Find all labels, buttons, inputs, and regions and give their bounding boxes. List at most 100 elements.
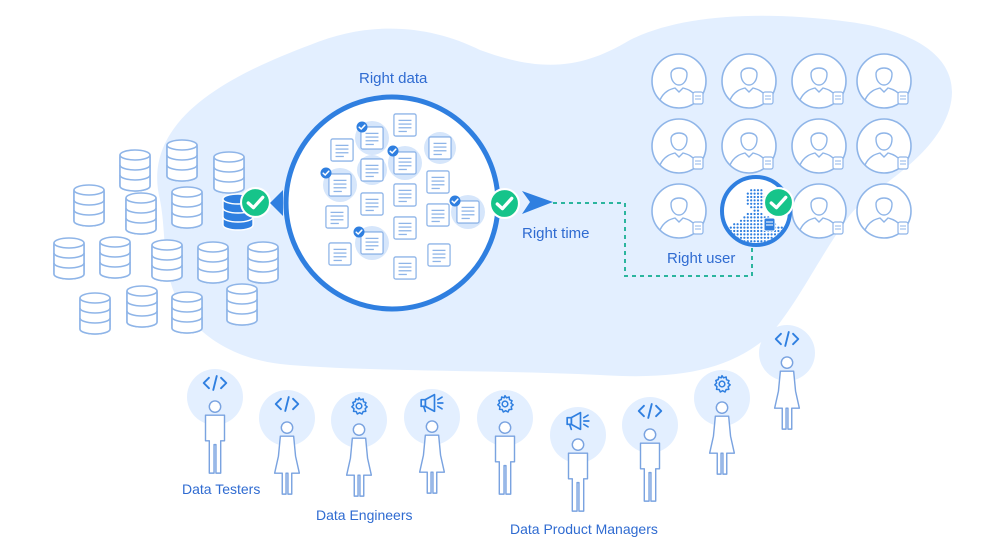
silhouette-dot	[756, 236, 760, 239]
silhouette-dot	[756, 240, 760, 243]
user-avatar-icon	[856, 118, 912, 174]
document-icon	[360, 192, 384, 216]
document-icon	[427, 243, 451, 267]
silhouette-dot	[753, 189, 756, 192]
database-icon	[126, 285, 158, 328]
role-bubble	[477, 390, 533, 446]
silhouette-dot	[760, 189, 763, 192]
silhouette-dot	[753, 216, 756, 219]
person-3	[331, 392, 387, 497]
silhouette-dot	[777, 229, 780, 233]
silhouette-dot	[773, 233, 777, 236]
silhouette-dot	[770, 236, 773, 239]
role-bubble	[331, 392, 387, 448]
document-icon	[360, 231, 384, 255]
database-icon	[171, 291, 203, 334]
silhouette-dot	[756, 233, 760, 236]
silhouette-dot	[753, 223, 756, 226]
user-avatar-icon	[791, 183, 847, 239]
silhouette-dot	[756, 195, 760, 199]
silhouette-dot	[753, 236, 756, 239]
silhouette-dot	[750, 202, 753, 205]
silhouette-dot	[746, 192, 749, 195]
silhouette-dot	[760, 219, 763, 222]
silhouette-dot	[753, 199, 756, 202]
data-check-icon	[489, 188, 520, 219]
database-check-icon	[240, 187, 271, 218]
document-icon	[393, 256, 417, 280]
silhouette-dot	[750, 216, 753, 219]
silhouette-dot	[753, 206, 756, 209]
silhouette-dot	[763, 236, 766, 239]
database-icon	[73, 184, 105, 227]
silhouette-dot	[753, 229, 756, 233]
silhouette-dot	[736, 233, 739, 236]
role-bubble	[404, 389, 460, 445]
silhouette-dot	[746, 236, 749, 239]
silhouette-dot	[746, 233, 749, 236]
doc-check-icon	[356, 121, 368, 133]
user-avatar-icon	[856, 53, 912, 109]
silhouette-dot	[746, 229, 749, 233]
user-avatar-icon	[651, 118, 707, 174]
user-avatar-icon	[856, 183, 912, 239]
silhouette-dot	[746, 202, 749, 205]
silhouette-dot	[767, 236, 770, 239]
silhouette-dot	[753, 202, 756, 205]
doc-check-icon	[449, 195, 461, 207]
arrow-icon	[522, 191, 553, 214]
database-icon	[119, 149, 151, 192]
person-4	[404, 389, 460, 494]
silhouette-dot	[750, 189, 753, 192]
database-icon	[151, 239, 183, 282]
silhouette-dot	[743, 229, 746, 233]
silhouette-dot	[760, 195, 763, 199]
silhouette-dot	[750, 240, 753, 243]
right-time-label: Right time	[522, 225, 590, 242]
silhouette-dot	[746, 216, 749, 219]
database-icon	[213, 151, 245, 194]
document-icon	[393, 183, 417, 207]
silhouette-dot	[760, 212, 763, 216]
user-avatar-icon	[651, 53, 707, 109]
silhouette-dot	[760, 192, 763, 195]
silhouette-dot	[756, 209, 760, 212]
lens-pointer	[270, 190, 283, 216]
person-7	[622, 397, 678, 502]
role-bubble	[622, 397, 678, 453]
document-icon	[330, 138, 354, 162]
silhouette-dot	[756, 219, 760, 222]
role-bubble	[550, 407, 606, 463]
silhouette-dot	[743, 226, 746, 229]
silhouette-dot	[739, 229, 743, 233]
silhouette-dot	[753, 212, 756, 216]
silhouette-dot	[746, 226, 749, 229]
doc-check-icon	[320, 167, 332, 179]
silhouette-dot	[739, 219, 743, 222]
silhouette-dot	[756, 206, 760, 209]
database-icon	[197, 241, 229, 284]
silhouette-dot	[733, 223, 736, 226]
silhouette-dot	[746, 240, 749, 243]
silhouette-dot	[743, 233, 746, 236]
data-product-managers-label: Data Product Managers	[510, 521, 658, 537]
silhouette-dot	[760, 233, 763, 236]
silhouette-dot	[750, 206, 753, 209]
document-icon	[328, 242, 352, 266]
silhouette-dot	[763, 233, 766, 236]
silhouette-dot	[753, 233, 756, 236]
silhouette-dot	[750, 192, 753, 195]
role-bubble	[694, 370, 750, 426]
user-check-icon	[763, 187, 794, 218]
silhouette-dot	[750, 212, 753, 216]
silhouette-dot	[750, 223, 753, 226]
silhouette-dot	[750, 219, 753, 222]
silhouette-dot	[733, 229, 736, 233]
silhouette-dot	[736, 226, 739, 229]
silhouette-dot	[756, 192, 760, 195]
right-user-label: Right user	[667, 250, 736, 267]
silhouette-dot	[739, 223, 743, 226]
database-icon	[53, 237, 85, 280]
person-9	[759, 325, 815, 430]
